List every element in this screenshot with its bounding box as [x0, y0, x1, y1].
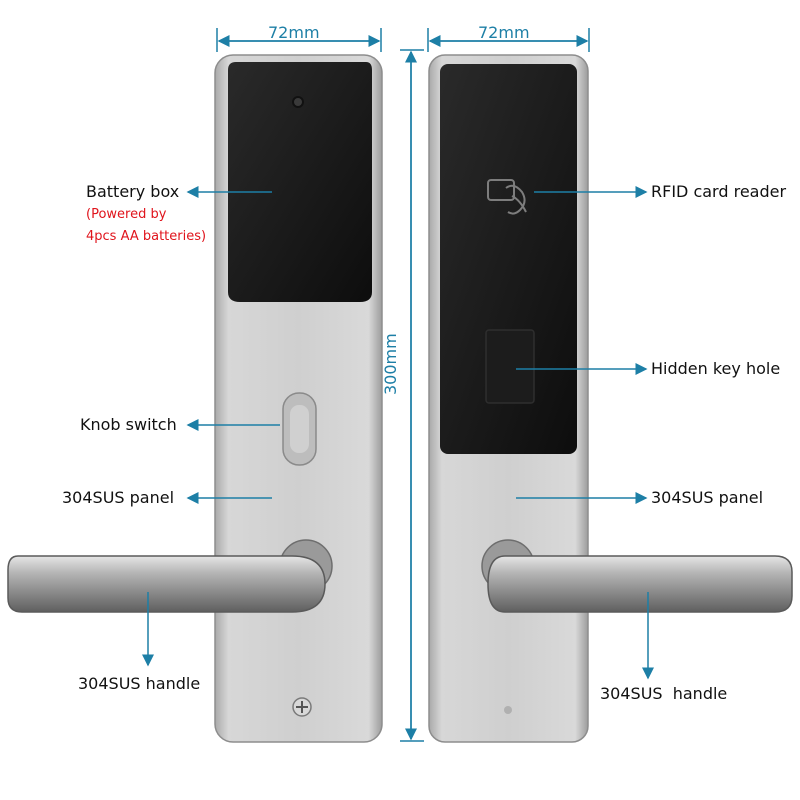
handle-left-label: 304SUS handle: [78, 674, 201, 693]
hidden-key-hole-label: Hidden key hole: [651, 359, 781, 378]
battery-box-label: Battery box: [86, 182, 180, 201]
left-handle: [7, 555, 326, 613]
battery-box-screw: [292, 96, 304, 108]
dimension-lines: [216, 28, 590, 742]
height-label: 300mm: [381, 333, 400, 395]
left-lock: [7, 54, 383, 743]
rfid-card-icon: [487, 179, 527, 215]
rfid-reader-label: RFID card reader: [651, 182, 787, 201]
right-handle: [487, 555, 793, 613]
handle-right-label: 304SUS handle: [600, 684, 728, 703]
panel-left-label: 304SUS panel: [62, 488, 175, 507]
callout-arrows: [142, 186, 654, 680]
width-right-label: 72mm: [478, 23, 530, 42]
battery-box: [228, 62, 372, 302]
battery-note-line1: (Powered by: [86, 207, 167, 222]
width-left-label: 72mm: [268, 23, 320, 42]
hidden-key-hole: [485, 329, 535, 404]
knob-switch-label: Knob switch: [80, 415, 177, 434]
rfid-module: [440, 64, 577, 454]
right-lock: [428, 54, 793, 743]
panel-right-label: 304SUS panel: [651, 488, 764, 507]
battery-note-line2: 4pcs AA batteries): [86, 229, 207, 244]
